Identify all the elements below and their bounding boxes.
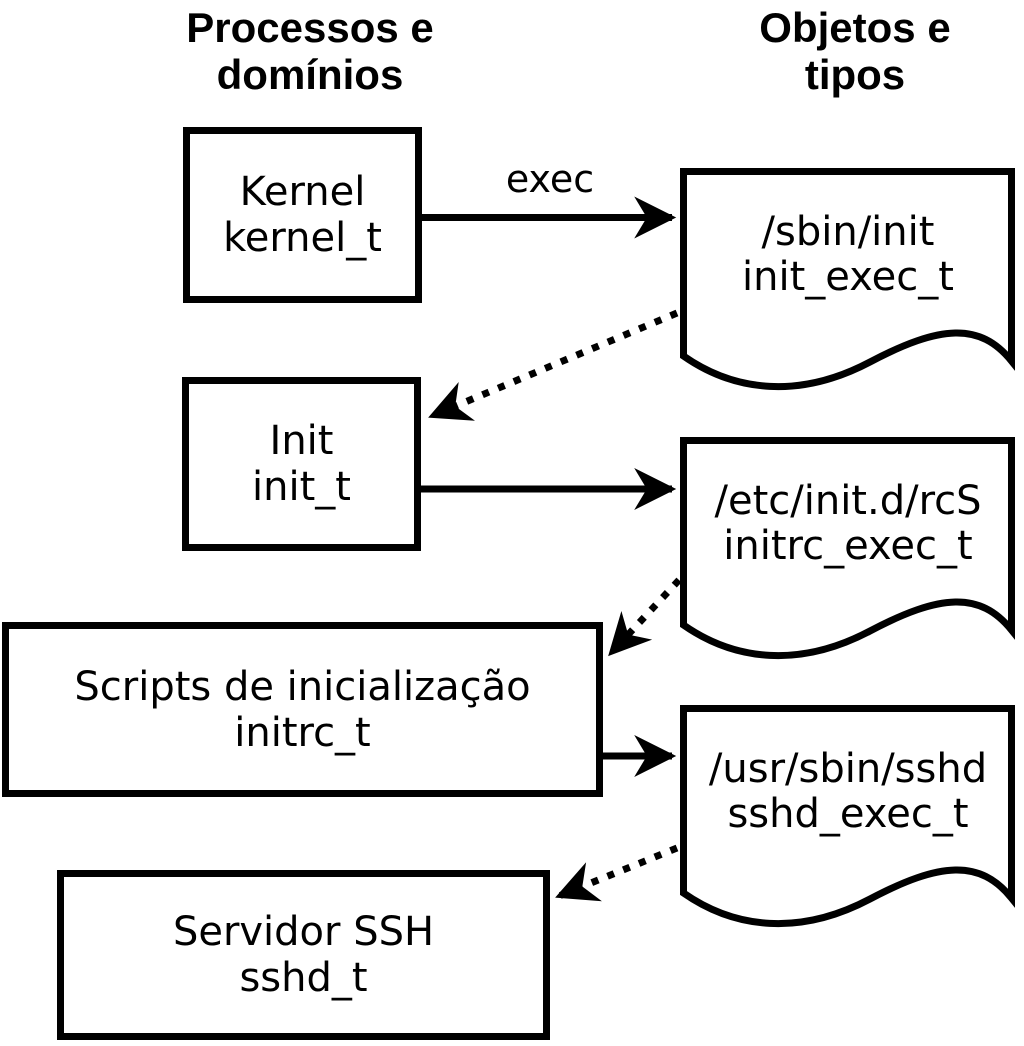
dotted-arrow-sshd-exec-to-sshd: [555, 844, 679, 902]
process-name: Init: [269, 418, 334, 464]
exec-arrow-label: exec: [505, 157, 595, 201]
process-domain: sshd_t: [239, 955, 368, 1001]
process-box-init: Init init_t: [182, 377, 421, 551]
dotted-arrow-sbin-init-to-init: [428, 309, 679, 421]
process-domain: initrc_t: [234, 709, 371, 756]
process-name: Kernel: [239, 169, 366, 215]
process-domain: kernel_t: [223, 215, 382, 261]
process-name: Servidor SSH: [172, 909, 435, 955]
process-box-sshd: Servidor SSH sshd_t: [57, 870, 550, 1040]
column-header-processes: Processos e domínios: [186, 4, 434, 99]
document-shape-sbin-init: [680, 168, 1015, 391]
process-box-kernel: Kernel kernel_t: [183, 127, 422, 303]
document-shape-usr-sbin-sshd: [680, 705, 1015, 928]
process-name: Scripts de inicialização: [74, 663, 531, 710]
column-header-objects: Objetos e tipos: [759, 4, 951, 99]
document-shape-etc-initd-rcs: [680, 437, 1015, 660]
process-box-initrc: Scripts de inicialização initrc_t: [2, 622, 603, 797]
dotted-arrow-rcs-to-initrc: [608, 577, 682, 657]
process-domain: init_t: [252, 464, 351, 510]
